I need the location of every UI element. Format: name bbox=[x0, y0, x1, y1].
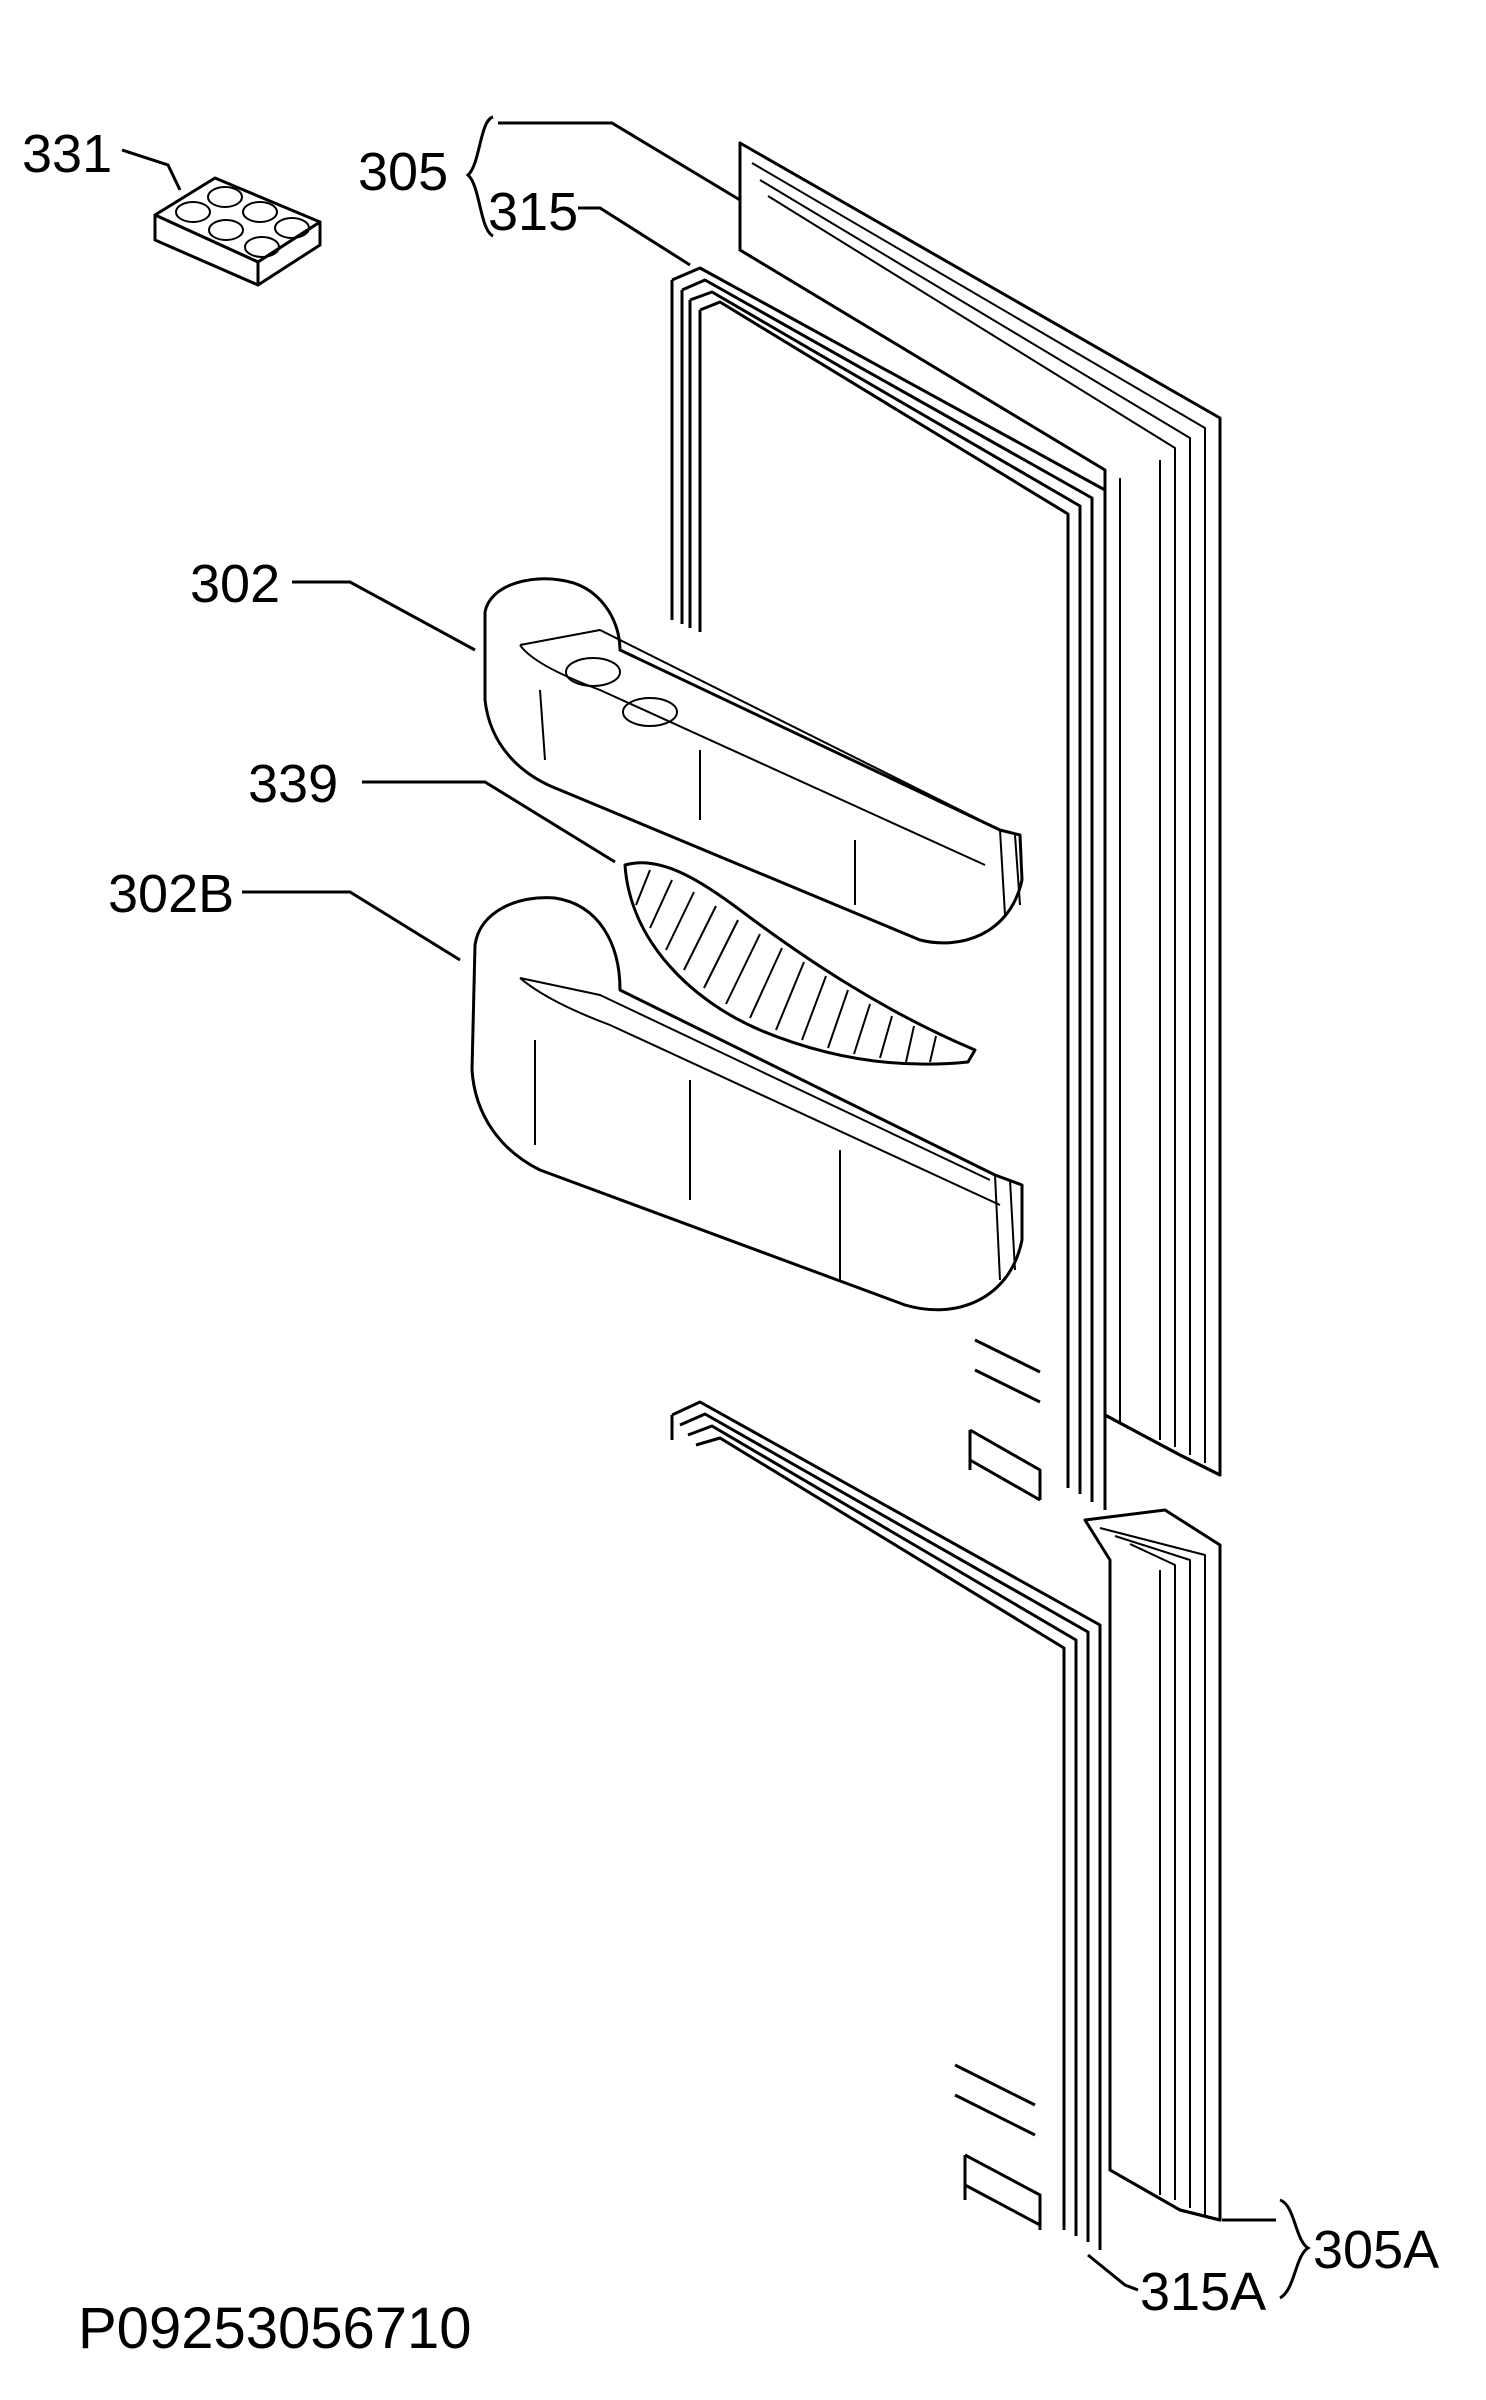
callout-302b: 302B bbox=[108, 864, 234, 924]
callout-302: 302 bbox=[190, 554, 280, 614]
drawing-code: P09253056710 bbox=[78, 2296, 472, 2361]
callout-315: 315 bbox=[488, 182, 578, 242]
callout-339: 339 bbox=[248, 754, 338, 814]
leader-lines bbox=[121, 115, 1311, 2300]
door-shelf-upper bbox=[483, 577, 1024, 945]
callout-315a: 315A bbox=[1140, 2262, 1266, 2322]
upper-door-gasket bbox=[670, 266, 1107, 1510]
shelf-divider-insert bbox=[623, 861, 977, 1066]
callout-305a: 305A bbox=[1313, 2220, 1439, 2280]
egg-tray bbox=[153, 176, 322, 287]
door-shelf-lower bbox=[470, 896, 1024, 1312]
callout-305: 305 bbox=[358, 142, 448, 202]
upper-door-panel bbox=[738, 141, 1222, 1477]
lower-door-panel bbox=[1083, 1508, 1222, 2222]
callout-331: 331 bbox=[22, 124, 112, 184]
lower-door-gasket bbox=[670, 1400, 1102, 2250]
